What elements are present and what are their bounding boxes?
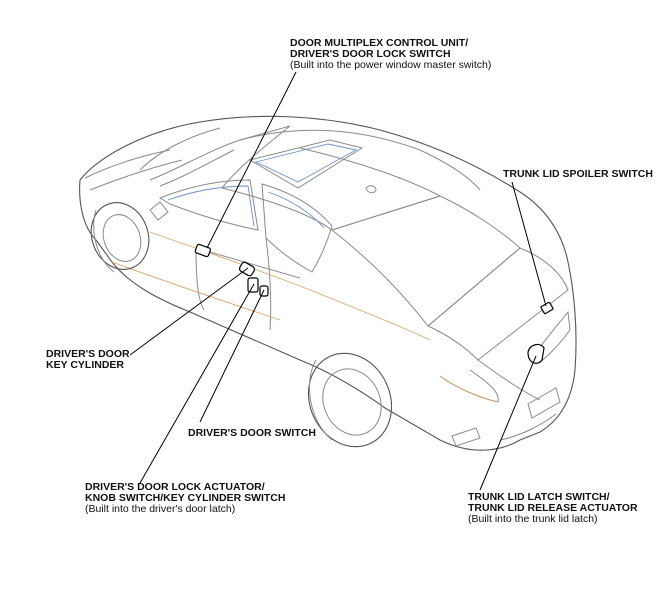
- leader-trunk-spoiler: [511, 181, 547, 307]
- leader-door-multiplex: [206, 71, 297, 249]
- label-door-lock-actuator-line1: DRIVER'S DOOR LOCK ACTUATOR/: [85, 481, 265, 493]
- label-key-cylinder-line1: DRIVER'S DOOR: [46, 348, 130, 360]
- trunk-latch-marker: [527, 343, 545, 364]
- label-door-multiplex-line2: DRIVER'S DOOR LOCK SWITCH: [290, 48, 451, 60]
- label-trunk-latch-note: (Built into the trunk lid latch): [468, 513, 598, 525]
- label-trunk-latch: TRUNK LID LATCH SWITCH/ TRUNK LID RELEAS…: [468, 492, 638, 525]
- component-markers: [194, 243, 554, 364]
- label-door-multiplex-line1: DOOR MULTIPLEX CONTROL UNIT/: [290, 37, 469, 49]
- label-door-lock-actuator: DRIVER'S DOOR LOCK ACTUATOR/ KNOB SWITCH…: [85, 482, 285, 515]
- label-door-lock-actuator-line2: KNOB SWITCH/KEY CYLINDER SWITCH: [85, 492, 286, 504]
- label-door-switch-line1: DRIVER'S DOOR SWITCH: [188, 427, 316, 439]
- leader-lines: [129, 71, 547, 491]
- door-multiplex-unit-marker: [194, 243, 211, 258]
- label-trunk-latch-line2: TRUNK LID RELEASE ACTUATOR: [468, 502, 638, 514]
- label-trunk-spoiler: TRUNK LID SPOILER SWITCH: [503, 169, 653, 180]
- leader-key-cylinder: [129, 267, 249, 356]
- label-trunk-spoiler-line1: TRUNK LID SPOILER SWITCH: [503, 168, 653, 180]
- label-door-switch: DRIVER'S DOOR SWITCH: [188, 428, 316, 439]
- leader-door-switch: [199, 289, 265, 423]
- spoiler-switch-marker: [540, 301, 554, 315]
- label-door-multiplex: DOOR MULTIPLEX CONTROL UNIT/ DRIVER'S DO…: [290, 38, 491, 71]
- label-trunk-latch-line1: TRUNK LID LATCH SWITCH/: [468, 491, 610, 503]
- label-key-cylinder: DRIVER'S DOOR KEY CYLINDER: [46, 349, 130, 371]
- label-door-multiplex-note: (Built into the power window master swit…: [290, 59, 492, 71]
- leader-trunk-latch: [479, 355, 537, 491]
- leader-door-lock-actuator: [139, 283, 255, 484]
- label-key-cylinder-line2: KEY CYLINDER: [46, 359, 124, 371]
- label-door-lock-actuator-note: (Built into the driver's door latch): [85, 503, 236, 515]
- car-body: [79, 115, 577, 451]
